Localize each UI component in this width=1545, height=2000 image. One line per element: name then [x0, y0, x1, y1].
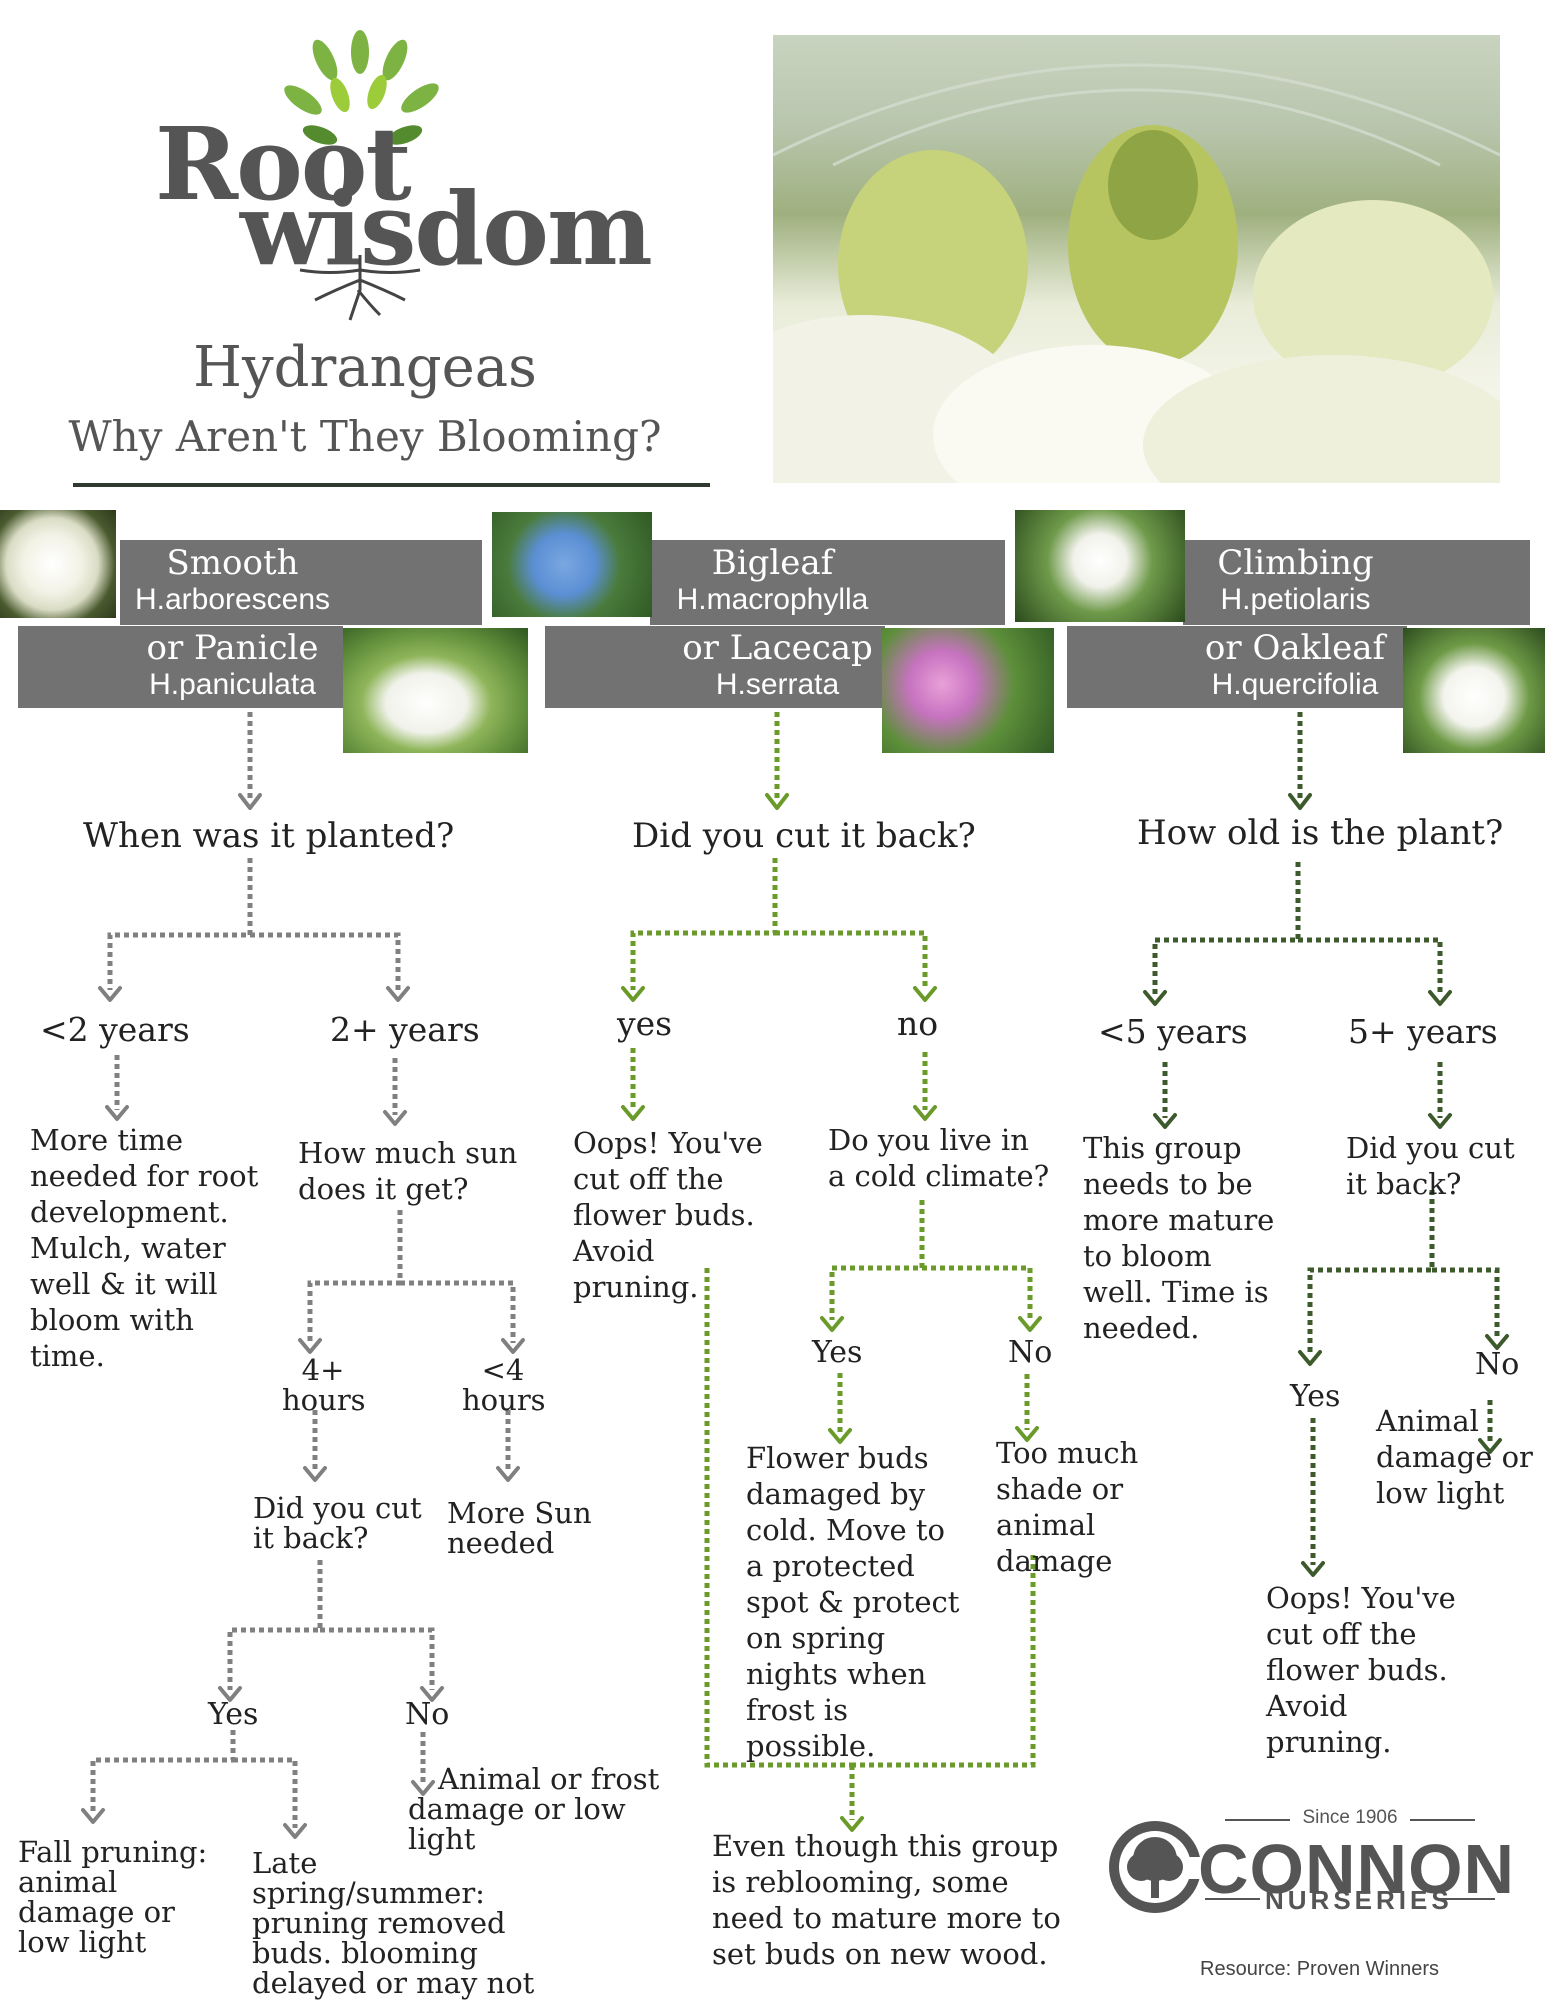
hydrangea-greenhouse-photo — [773, 35, 1500, 483]
header-oakleaf — [1067, 626, 1407, 708]
climbing-hydrangea-photo — [1015, 510, 1185, 622]
group3-latin1: H.petiolaris — [1220, 583, 1371, 616]
g1-q2: How much sun does it get? — [298, 1136, 518, 1206]
header-lacecap — [545, 626, 885, 708]
g1-yes: Yes — [208, 1697, 259, 1732]
g1-branch-a: <2 years — [40, 1010, 190, 1049]
g1-q3: Did you cut it back? — [253, 1491, 422, 1555]
brand-since: Since 1906 — [1302, 1807, 1398, 1828]
g3-branch-a: <5 years — [1098, 1012, 1248, 1051]
header-panicle — [18, 626, 343, 708]
group3-name1: Climbing — [1217, 543, 1374, 583]
panicle-hydrangea-photo — [343, 628, 528, 753]
g2-branch-a: yes — [617, 1004, 673, 1043]
oakleaf-hydrangea-photo — [1403, 628, 1545, 753]
g3-question: How old is the plant? — [1137, 813, 1504, 853]
group2-name2: or Lacecap — [682, 628, 873, 668]
g2-question: Did you cut it back? — [632, 816, 976, 856]
group1-latin2: H.paniculata — [149, 668, 316, 701]
group2-latin1: H.macrophylla — [676, 583, 869, 616]
resource-credit: Resource: Proven Winners — [1200, 1958, 1439, 1980]
page-title: Hydrangeas — [193, 335, 537, 400]
bigleaf-hydrangea-photo — [492, 512, 652, 617]
brand-line-left — [1225, 1819, 1290, 1821]
g2-q2: Do you live in a cold climate? — [828, 1123, 1050, 1193]
g3-text-no: Animal damage or low light — [1376, 1404, 1533, 1510]
g2-branch-b: no — [897, 1004, 939, 1043]
brand-logo: Since 1906 CONNON NURSERIES — [1100, 1805, 1514, 1930]
g2-text-a: Oops! You've cut off the flower buds. Av… — [573, 1126, 763, 1304]
g1-fall: Fall pruning: animal damage or low light — [18, 1835, 208, 1959]
group1-name2: or Panicle — [146, 628, 319, 668]
g2-text-no: Too much shade or animal damage — [996, 1436, 1139, 1578]
g1-sun-b: <4 hours — [462, 1353, 546, 1417]
smooth-hydrangea-photo — [0, 510, 116, 618]
g1-text-sun-b: More Sun needed — [447, 1496, 592, 1560]
g1-text-a: More time needed for root development. M… — [30, 1123, 259, 1373]
brand-name: CONNON — [1198, 1830, 1516, 1908]
g2-no: No — [1008, 1335, 1053, 1370]
g1-branch-b: 2+ years — [330, 1010, 480, 1049]
header-climbing — [1183, 540, 1530, 625]
g3-text-yes: Oops! You've cut off the flower buds. Av… — [1266, 1581, 1456, 1759]
g1-sun-a: 4+ hours — [282, 1353, 366, 1417]
logo: Root wisdom — [140, 30, 660, 330]
title-underline — [73, 483, 710, 487]
brand-line-right — [1410, 1819, 1475, 1821]
brand-sub: NURSERIES — [1265, 1885, 1453, 1915]
group3-latin2: H.quercifolia — [1211, 668, 1379, 701]
lacecap-hydrangea-photo — [882, 628, 1054, 753]
logo-text-wisdom: wisdom — [240, 170, 653, 288]
brand-sub-line-right — [1440, 1898, 1495, 1900]
g3-text-a: This group needs to be more mature to bl… — [1083, 1131, 1275, 1345]
brand-sub-line-left — [1205, 1898, 1260, 1900]
g3-no: No — [1475, 1347, 1520, 1382]
g3-yes: Yes — [1290, 1379, 1341, 1414]
group2-name1: Bigleaf — [711, 543, 834, 583]
g3-branch-b: 5+ years — [1348, 1012, 1498, 1051]
tree-leaves-icon — [284, 30, 439, 145]
header-bigleaf — [650, 540, 1005, 625]
logo-text-root: Root — [155, 105, 412, 223]
g2-final: Even though this group is reblooming, so… — [712, 1829, 1061, 1971]
group1-latin1: H.arborescens — [134, 583, 331, 616]
group1-name1: Smooth — [166, 543, 299, 583]
roots-icon — [299, 255, 421, 321]
group3-name2: or Oakleaf — [1204, 628, 1386, 668]
g3-q2: Did you cut it back? — [1346, 1131, 1515, 1201]
g1-late: Late spring/summer: pruning removed buds… — [252, 1846, 535, 2000]
group2-latin2: H.serrata — [715, 668, 840, 701]
g1-no: No — [405, 1697, 450, 1732]
page-subtitle: Why Aren't They Blooming? — [68, 412, 662, 461]
header-smooth — [120, 540, 482, 625]
g1-question: When was it planted? — [83, 816, 455, 856]
g2-yes: Yes — [812, 1335, 863, 1370]
oak-tree-icon — [1109, 1821, 1205, 1913]
g2-text-yes: Flower buds damaged by cold. Move to a p… — [746, 1441, 960, 1763]
g1-text-no: Animal or frost damage or low light — [408, 1762, 660, 1856]
